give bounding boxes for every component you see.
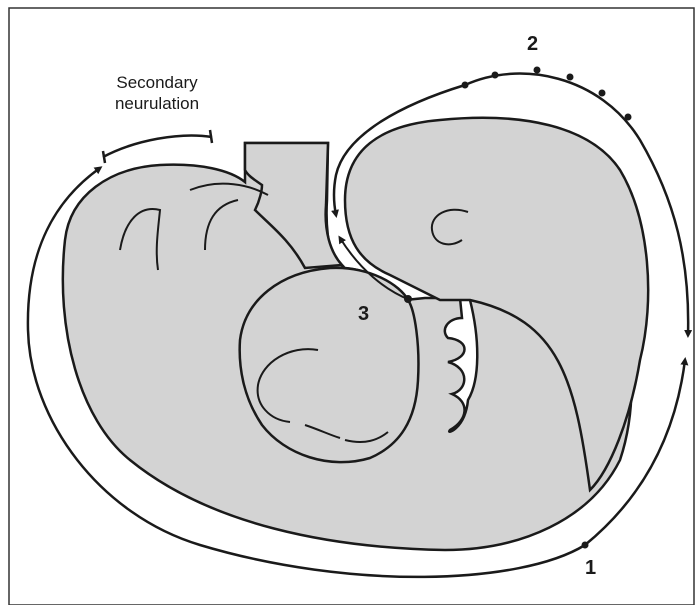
marker-label-1: 1 [585,557,596,580]
secondary-label-line1: Secondary [82,72,232,93]
secondary-neurulation-bracket [103,136,212,157]
marker-label-2: 2 [527,33,538,56]
marker-label-3: 3 [358,303,369,326]
secondary-neurulation-label: Secondary neurulation [82,72,232,114]
secondary-label-line2: neurulation [82,93,232,114]
